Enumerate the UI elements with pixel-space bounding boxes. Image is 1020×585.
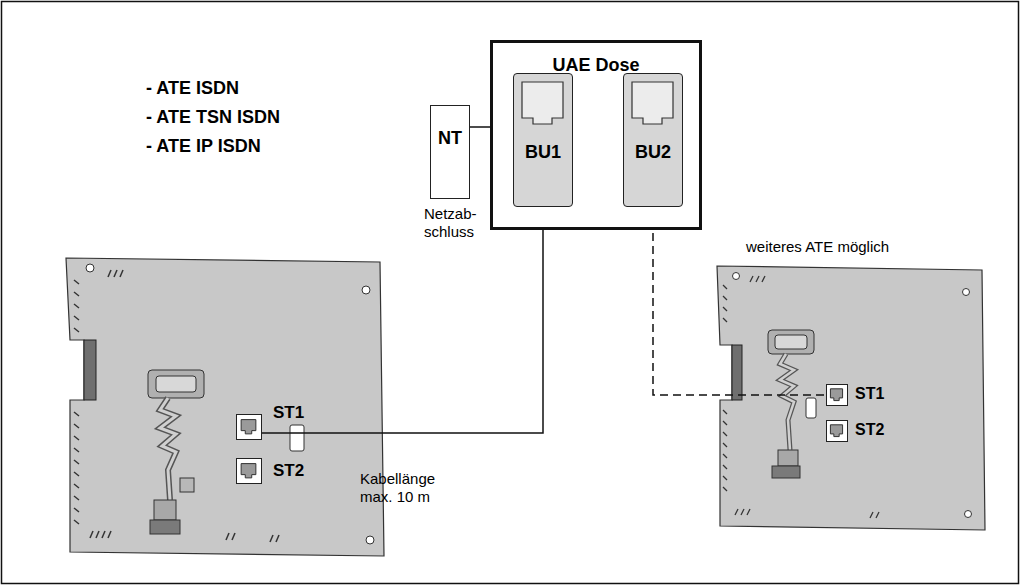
socket-jack: BU1 <box>513 73 573 207</box>
box-title: UAE Dose <box>552 55 639 76</box>
jack-opening <box>514 74 571 130</box>
optional-cable <box>653 207 826 395</box>
box-title: BU1 <box>525 142 561 163</box>
board-variant: - ATE IP ISDN <box>146 136 261 157</box>
cable-length-note: Kabellänge max. 10 m <box>360 470 452 506</box>
rj-opening <box>237 459 260 482</box>
nt-caption: Netzab- schluss <box>424 205 486 241</box>
socket-jack: BU2 <box>623 73 683 207</box>
socket-label: ST2 <box>855 421 884 439</box>
board-socket: ST1 <box>826 384 848 406</box>
isdn-board-left <box>66 258 384 556</box>
cable <box>262 207 543 433</box>
socket-label: ST1 <box>273 403 304 423</box>
board-socket: ST2 <box>236 458 262 484</box>
rj-opening <box>827 421 846 440</box>
board-variant: - ATE TSN ISDN <box>146 107 280 128</box>
socket-label: ST1 <box>855 385 884 403</box>
box-title: BU2 <box>635 142 671 163</box>
rj-opening <box>827 385 846 404</box>
uae-socket-box: BU1 BU2 UAE Dose <box>490 40 702 230</box>
note: weiteres ATE möglich <box>746 238 889 256</box>
box-title: NT <box>438 128 462 149</box>
board-socket: ST1 <box>236 414 262 440</box>
board-socket: ST2 <box>826 420 848 442</box>
rj-opening <box>237 415 260 438</box>
board-variant: - ATE ISDN <box>146 78 239 99</box>
network-termination-box: NT <box>430 105 470 199</box>
cable <box>470 126 490 128</box>
isdn-board-right <box>717 266 985 530</box>
jack-opening <box>624 74 681 130</box>
socket-label: ST2 <box>273 461 304 481</box>
